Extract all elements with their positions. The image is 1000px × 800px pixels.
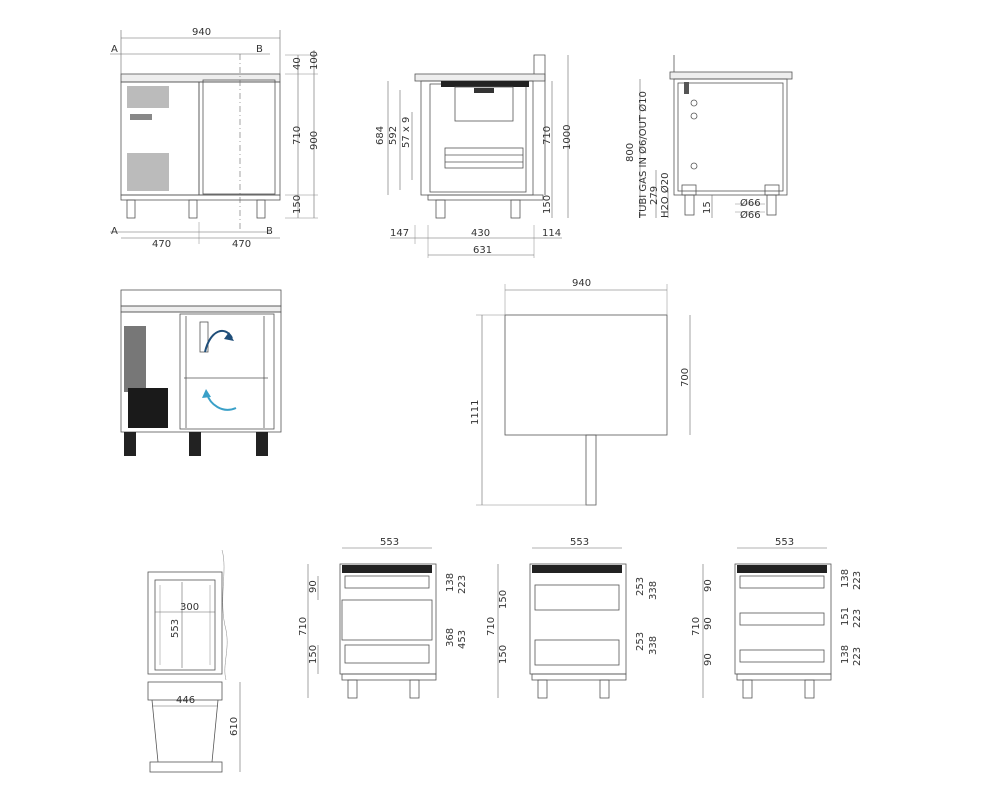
condenser-grille-top xyxy=(127,86,169,108)
rear-dim-dia66-a: Ø66 xyxy=(740,197,761,209)
c3-dim-90c: 90 xyxy=(703,653,714,666)
section-b-top: B xyxy=(256,44,263,55)
section-a-top: A xyxy=(111,44,118,55)
c1-dim-553: 553 xyxy=(380,537,399,548)
drawer-dim-610: 610 xyxy=(229,717,240,736)
front-view: 940 A B A B 470 470 40 100 710 900 150 xyxy=(110,27,320,250)
side-dim-592: 592 xyxy=(388,126,399,145)
c2-dim-253a: 253 xyxy=(635,577,646,596)
side-view: 684 592 57 x 9 710 1000 150 147 430 114 … xyxy=(375,54,573,258)
side-dim-430: 430 xyxy=(471,228,490,239)
plan-view: 940 700 1111 xyxy=(470,278,691,506)
drawer-config-2: 553 150 710 150 253 338 253 338 xyxy=(486,537,659,699)
front-dim-150: 150 xyxy=(292,195,303,214)
drawer-config-1: 553 90 710 150 138 223 368 453 xyxy=(298,537,468,699)
airflow-in-arrow xyxy=(206,393,237,411)
section-a-bottom: A xyxy=(111,226,118,237)
drawer-dim-553: 553 xyxy=(170,619,181,638)
c1-dim-453: 453 xyxy=(457,630,468,649)
rear-view: 800 TUBI GAS IN Ø6/OUT Ø10 279 H2O Ø20 1… xyxy=(625,55,793,221)
c3-dim-710: 710 xyxy=(691,617,702,636)
c3-dim-90b: 90 xyxy=(703,617,714,630)
rear-dim-800: 800 xyxy=(625,143,636,162)
side-dim-147: 147 xyxy=(390,228,409,239)
side-dim-150: 150 xyxy=(542,195,553,214)
drawer-dim-446: 446 xyxy=(176,695,195,706)
c1-dim-90: 90 xyxy=(308,580,319,593)
front-dim-940: 940 xyxy=(192,27,211,38)
side-dim-1000: 1000 xyxy=(562,125,573,150)
c2-dim-710: 710 xyxy=(486,617,497,636)
plan-dim-940: 940 xyxy=(572,278,591,289)
c1-dim-150: 150 xyxy=(308,645,319,664)
c3-dim-138a: 138 xyxy=(840,569,851,588)
c1-dim-138: 138 xyxy=(445,573,456,592)
c2-dim-553: 553 xyxy=(570,537,589,548)
drawer-config-3: 553 90 710 90 90 138 223 151 223 138 223 xyxy=(691,537,863,699)
front-dim-40: 40 xyxy=(292,57,303,70)
drawer-detail: 300 553 446 610 xyxy=(147,549,241,773)
plan-dim-1111: 1111 xyxy=(470,400,481,425)
c3-dim-138b: 138 xyxy=(840,645,851,664)
front-dim-470-right: 470 xyxy=(232,239,251,250)
front-dim-710: 710 xyxy=(292,126,303,145)
side-dim-631: 631 xyxy=(473,245,492,256)
c3-dim-223a: 223 xyxy=(852,571,863,590)
condenser-grille-bottom xyxy=(127,153,169,191)
c1-dim-368: 368 xyxy=(445,628,456,647)
front-dim-100: 100 xyxy=(309,51,320,70)
rear-dim-15: 15 xyxy=(702,201,713,214)
c3-dim-223b: 223 xyxy=(852,609,863,628)
side-dim-684: 684 xyxy=(375,126,386,145)
c3-dim-151: 151 xyxy=(840,607,851,626)
c2-dim-338b: 338 xyxy=(648,636,659,655)
side-dim-114: 114 xyxy=(542,228,561,239)
c1-dim-223: 223 xyxy=(457,575,468,594)
c3-dim-553: 553 xyxy=(775,537,794,548)
side-dim-710: 710 xyxy=(542,126,553,145)
front-dim-900: 900 xyxy=(309,131,320,150)
rear-dim-dia66-b: Ø66 xyxy=(740,209,761,221)
c3-dim-90a: 90 xyxy=(703,579,714,592)
c2-dim-338a: 338 xyxy=(648,581,659,600)
drawer-dim-300: 300 xyxy=(180,602,199,613)
c2-dim-150a: 150 xyxy=(498,590,509,609)
c3-dim-223c: 223 xyxy=(852,647,863,666)
c2-dim-253b: 253 xyxy=(635,632,646,651)
side-dim-57x9: 57 x 9 xyxy=(401,117,412,148)
section-b-bottom: B xyxy=(266,226,273,237)
c2-dim-150b: 150 xyxy=(498,645,509,664)
airflow-section xyxy=(120,289,282,456)
front-dim-470-left: 470 xyxy=(152,239,171,250)
rear-label-gas: TUBI GAS IN Ø6/OUT Ø10 xyxy=(637,91,649,219)
plan-dim-700: 700 xyxy=(680,368,691,387)
rear-dim-279: 279 xyxy=(649,186,660,205)
rear-label-h2o: H2O Ø20 xyxy=(659,172,671,218)
c1-dim-710: 710 xyxy=(298,617,309,636)
